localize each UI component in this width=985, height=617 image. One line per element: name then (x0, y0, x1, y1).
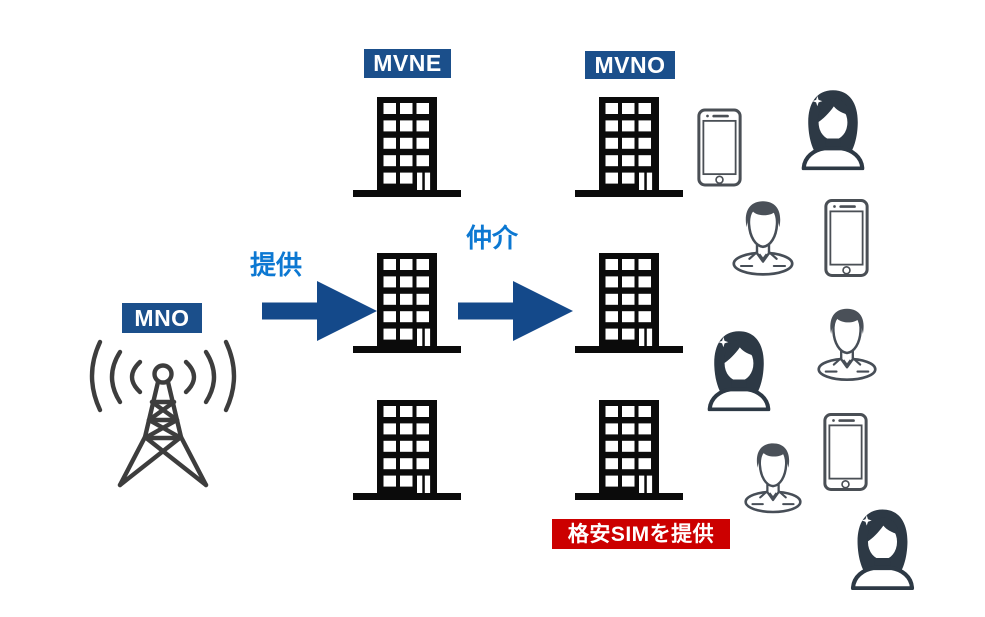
female-user-icon (798, 87, 868, 171)
female-user-icon (704, 328, 774, 412)
smartphone-icon (823, 412, 868, 492)
male-user-icon (743, 437, 803, 515)
cheap-sim-note-badge: 格安SIMを提供 (552, 519, 730, 549)
male-user-icon (731, 196, 795, 276)
mvne-label-badge: MVNE (364, 49, 451, 78)
arrow-label-chukai: 仲介 (466, 223, 519, 253)
office-building-icon (575, 400, 683, 500)
female-user-icon (847, 507, 918, 590)
radio-tower-icon (84, 338, 242, 490)
male-user-icon (816, 303, 878, 382)
mvno-label-badge: MVNO (585, 51, 675, 79)
arrow-label-teikyo: 提供 (250, 250, 303, 280)
right-arrow-icon (458, 281, 573, 341)
smartphone-icon (824, 198, 869, 278)
office-building-icon (353, 400, 461, 500)
office-building-icon (575, 253, 683, 353)
mno-label-badge: MNO (122, 303, 202, 333)
office-building-icon (353, 97, 461, 197)
office-building-icon (353, 253, 461, 353)
office-building-icon (575, 97, 683, 197)
smartphone-icon (697, 107, 742, 188)
